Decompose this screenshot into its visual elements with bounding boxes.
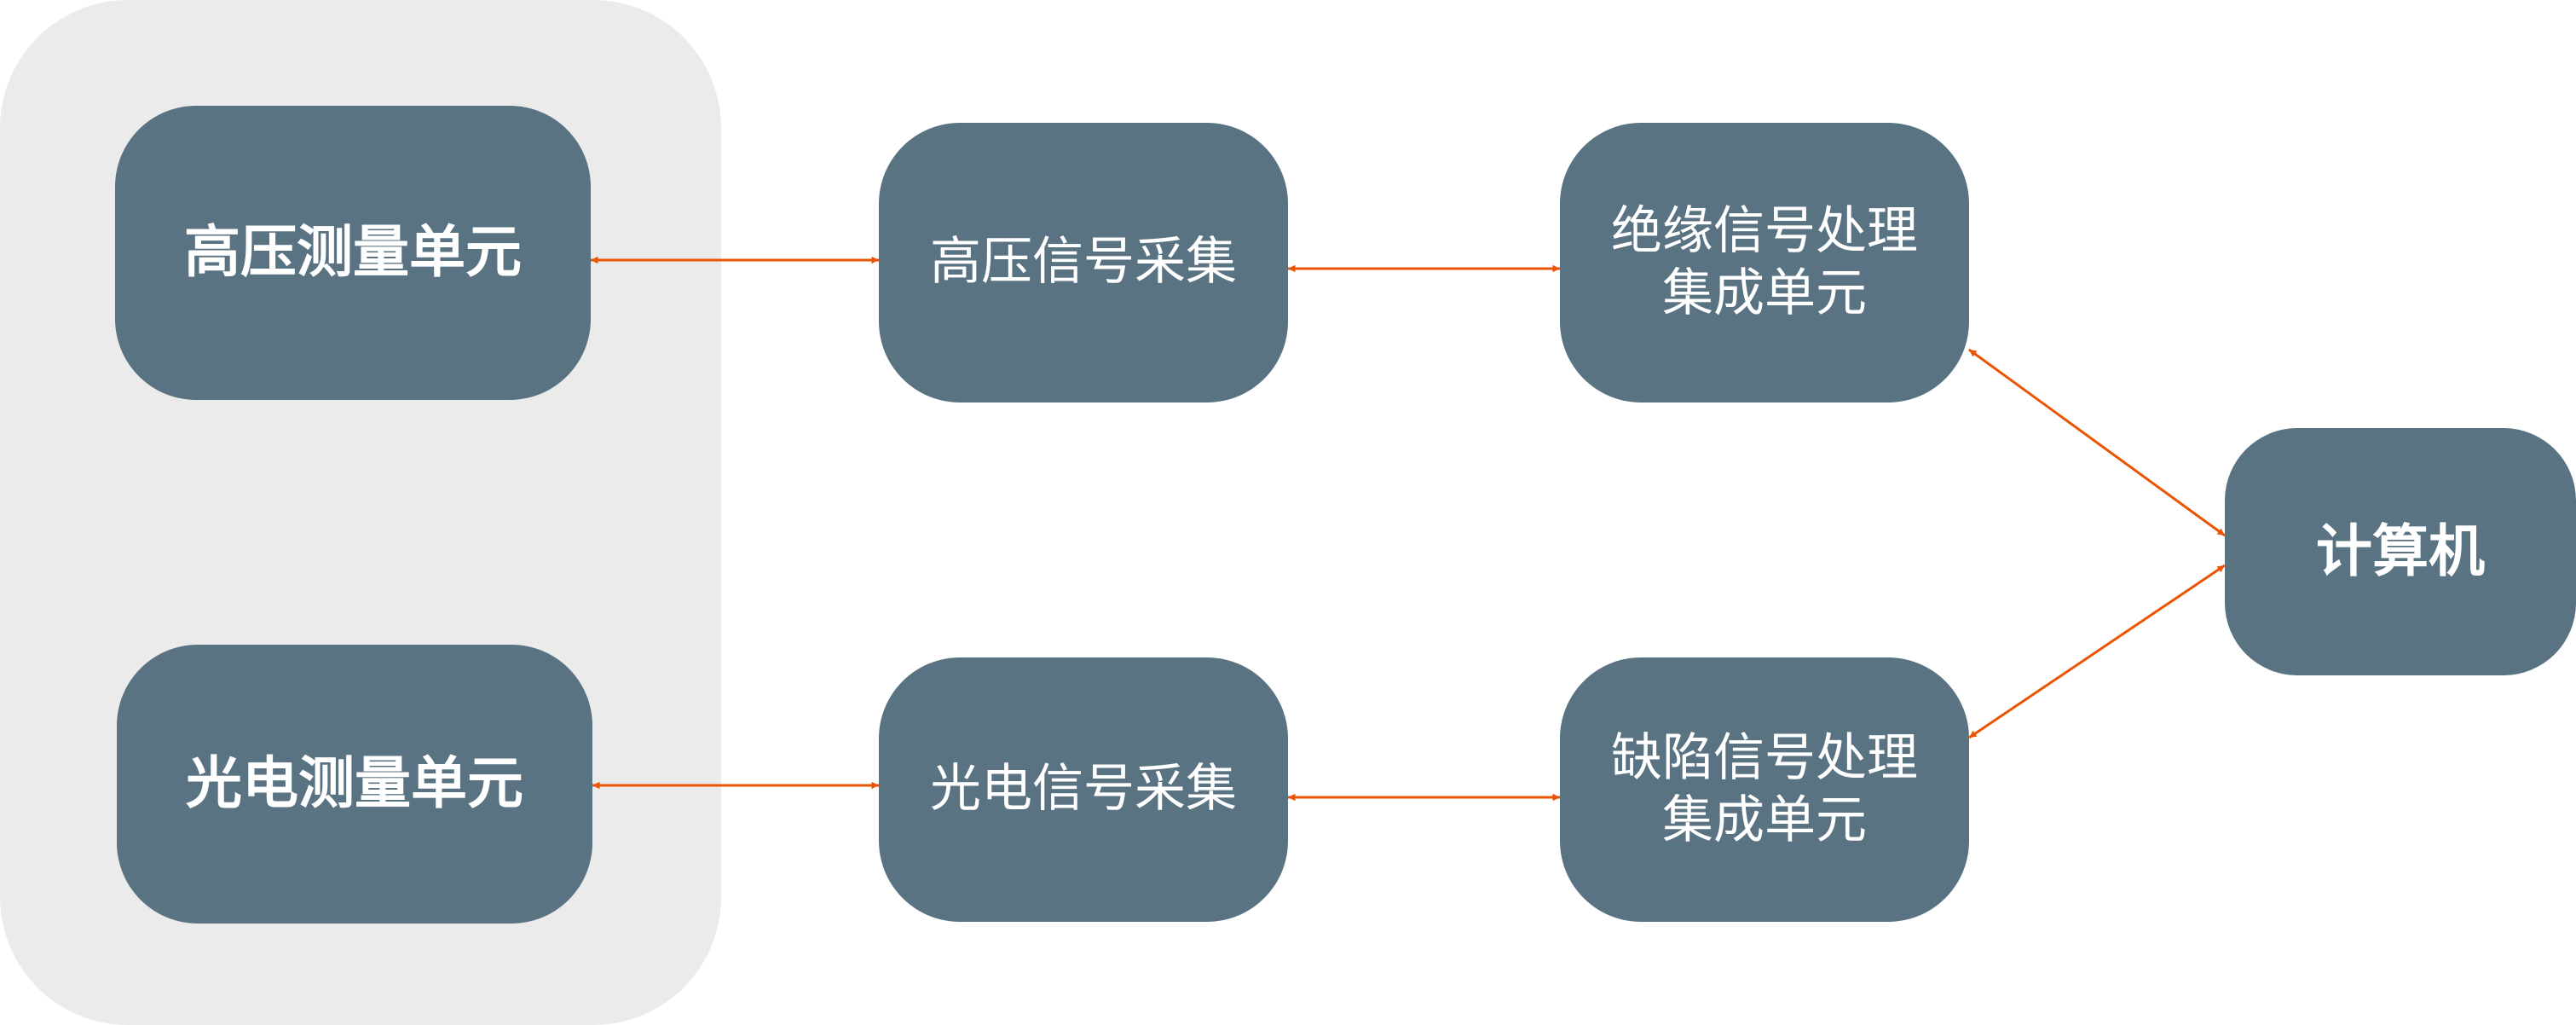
- node-high-voltage-measurement-unit: 高压测量单元: [115, 106, 591, 400]
- node-label-line-1: 缺陷信号处理: [1611, 727, 1918, 788]
- node-label-line-2: 集成单元: [1662, 263, 1867, 323]
- node-photoelectric-signal-acquisition: 光电信号采集: [879, 657, 1288, 922]
- arrow-ins_proc-computer: [1968, 348, 2226, 537]
- node-photoelectric-measurement-unit: 光电测量单元: [117, 645, 592, 924]
- node-label: 高压测量单元: [184, 219, 522, 286]
- node-label: 计算机: [2316, 518, 2485, 584]
- node-defect-signal-processing-unit: 缺陷信号处理 集成单元: [1560, 657, 1969, 922]
- node-label: 光电信号采集: [930, 759, 1237, 819]
- arrow-def_proc-computer: [1968, 564, 2226, 739]
- node-label-line-2: 集成单元: [1662, 790, 1867, 850]
- node-label: 光电测量单元: [186, 750, 523, 817]
- node-label: 高压信号采集: [930, 232, 1237, 292]
- node-insulation-signal-processing-unit: 绝缘信号处理 集成单元: [1560, 123, 1969, 402]
- node-high-voltage-signal-acquisition: 高压信号采集: [879, 123, 1288, 402]
- node-label-line-1: 绝缘信号处理: [1611, 200, 1918, 261]
- node-computer: 计算机: [2225, 428, 2576, 675]
